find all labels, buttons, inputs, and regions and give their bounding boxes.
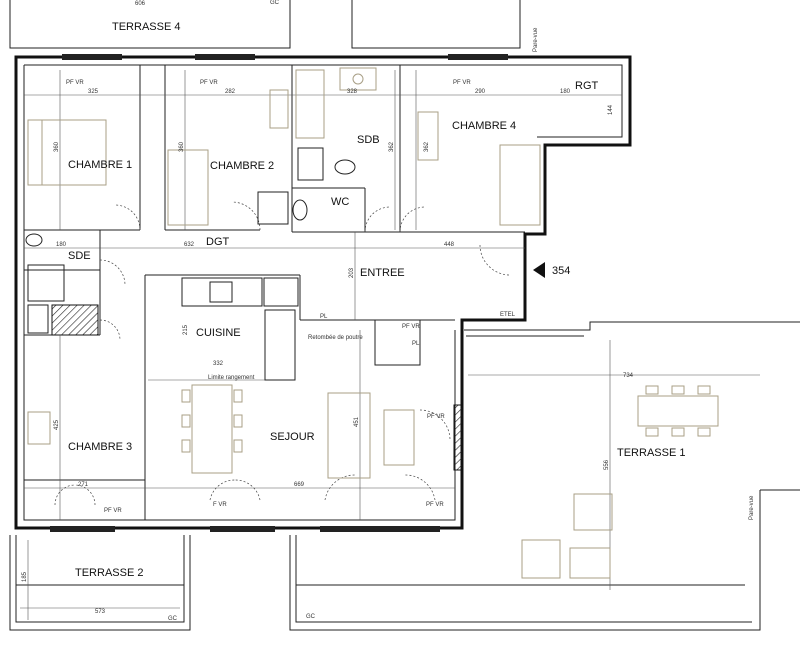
room-label-chambre-3: CHAMBRE 3 [68, 441, 132, 453]
level-marker-icon [533, 262, 545, 278]
note-pare-vue: Pare-vue [533, 27, 539, 52]
svg-text:573: 573 [95, 609, 106, 615]
level-marker-label: 354 [552, 265, 570, 277]
svg-text:360: 360 [54, 141, 60, 152]
dining-table [191, 384, 233, 474]
storage-cupboard [374, 319, 421, 366]
window-tag: PF VR [402, 324, 420, 330]
windows [50, 54, 508, 532]
svg-text:180: 180 [56, 242, 67, 248]
svg-text:203: 203 [349, 267, 355, 278]
sofa [327, 392, 371, 479]
window-tag: PF VR [427, 414, 445, 420]
desk [417, 111, 439, 161]
svg-text:360: 360 [179, 141, 185, 152]
dimension-labels: 606 325 282 328 290 180 144 360 360 362 … [22, 1, 634, 615]
note-gc: GC [306, 614, 316, 620]
terrace-outlines [9, 0, 800, 631]
room-label-terrasse-1: TERRASSE 1 [617, 447, 685, 459]
bed [167, 149, 209, 226]
armchair [573, 493, 613, 531]
wardrobe [269, 89, 289, 129]
svg-text:215: 215 [183, 324, 189, 335]
room-label-chambre-2: CHAMBRE 2 [210, 160, 274, 172]
coffee-table [569, 547, 611, 579]
note-pl: PL [412, 341, 420, 347]
svg-text:556: 556 [604, 459, 610, 470]
room-label-dgt: DGT [206, 236, 230, 248]
svg-text:451: 451 [354, 416, 360, 427]
doors [54, 201, 511, 506]
room-label-wc: WC [331, 196, 349, 208]
svg-text:332: 332 [213, 361, 224, 367]
bed [27, 119, 107, 186]
svg-text:606: 606 [135, 1, 146, 7]
structural-wall-block [453, 404, 463, 471]
sink [339, 67, 377, 91]
bed [499, 144, 541, 226]
svg-text:362: 362 [424, 141, 430, 152]
svg-text:144: 144 [608, 104, 614, 115]
room-label-rgt: RGT [575, 80, 599, 92]
note-pl: PL [320, 314, 328, 320]
bed [27, 411, 51, 445]
svg-text:325: 325 [88, 89, 99, 95]
room-label-chambre-4: CHAMBRE 4 [452, 120, 516, 132]
window-tag: PF VR [453, 80, 471, 86]
note-etel: ETEL [500, 312, 516, 318]
svg-text:448: 448 [444, 242, 455, 248]
svg-text:362: 362 [389, 141, 395, 152]
svg-text:425: 425 [54, 419, 60, 430]
note-retombee-poutre: Retombée de poutre [308, 335, 363, 341]
toilet [334, 159, 356, 175]
cooktop [263, 277, 299, 307]
svg-text:185: 185 [22, 571, 28, 582]
bathtub [295, 69, 325, 139]
kitchen-counter [181, 277, 263, 307]
room-label-chambre-1: CHAMBRE 1 [68, 159, 132, 171]
note-pare-vue: Pare-vue [749, 495, 755, 520]
structural-wall-block [51, 304, 99, 336]
note-gc: GC [270, 0, 280, 6]
armchair [521, 539, 561, 579]
svg-text:328: 328 [347, 89, 358, 95]
window-tag: F VR [213, 502, 227, 508]
window-tag: PF VR [66, 80, 84, 86]
note-gc: GC [168, 616, 178, 622]
appliance [27, 304, 49, 334]
svg-text:290: 290 [475, 89, 486, 95]
washbasin [257, 191, 289, 225]
exterior-walls [14, 55, 632, 530]
note-limite-rangement: Limite rangement [208, 375, 255, 381]
room-label-sdb: SDB [357, 134, 380, 146]
shower [297, 147, 324, 181]
svg-text:180: 180 [560, 89, 571, 95]
coffee-table [383, 409, 415, 466]
shower [27, 264, 65, 302]
room-label-cuisine: CUISINE [196, 327, 241, 339]
toilet [292, 199, 308, 221]
window-tag: PF VR [426, 502, 444, 508]
window-tag: PF VR [200, 80, 218, 86]
svg-text:271: 271 [78, 482, 89, 488]
room-label-sejour: SEJOUR [270, 431, 315, 443]
kitchen-cabinet [264, 309, 296, 381]
room-label-entree: ENTREE [360, 267, 405, 279]
kitchen-sink [209, 281, 233, 303]
furniture [25, 67, 719, 579]
window-tag: PF VR [104, 508, 122, 514]
washbasin [25, 233, 43, 247]
dimension-lines [20, 70, 760, 620]
room-label-sde: SDE [68, 250, 91, 262]
terrace-table [637, 395, 719, 427]
svg-text:632: 632 [184, 242, 195, 248]
svg-text:734: 734 [623, 373, 634, 379]
svg-text:282: 282 [225, 89, 236, 95]
room-label-terrasse-2: TERRASSE 2 [75, 567, 143, 579]
svg-text:669: 669 [294, 482, 305, 488]
room-label-terrasse-4: TERRASSE 4 [112, 21, 180, 33]
